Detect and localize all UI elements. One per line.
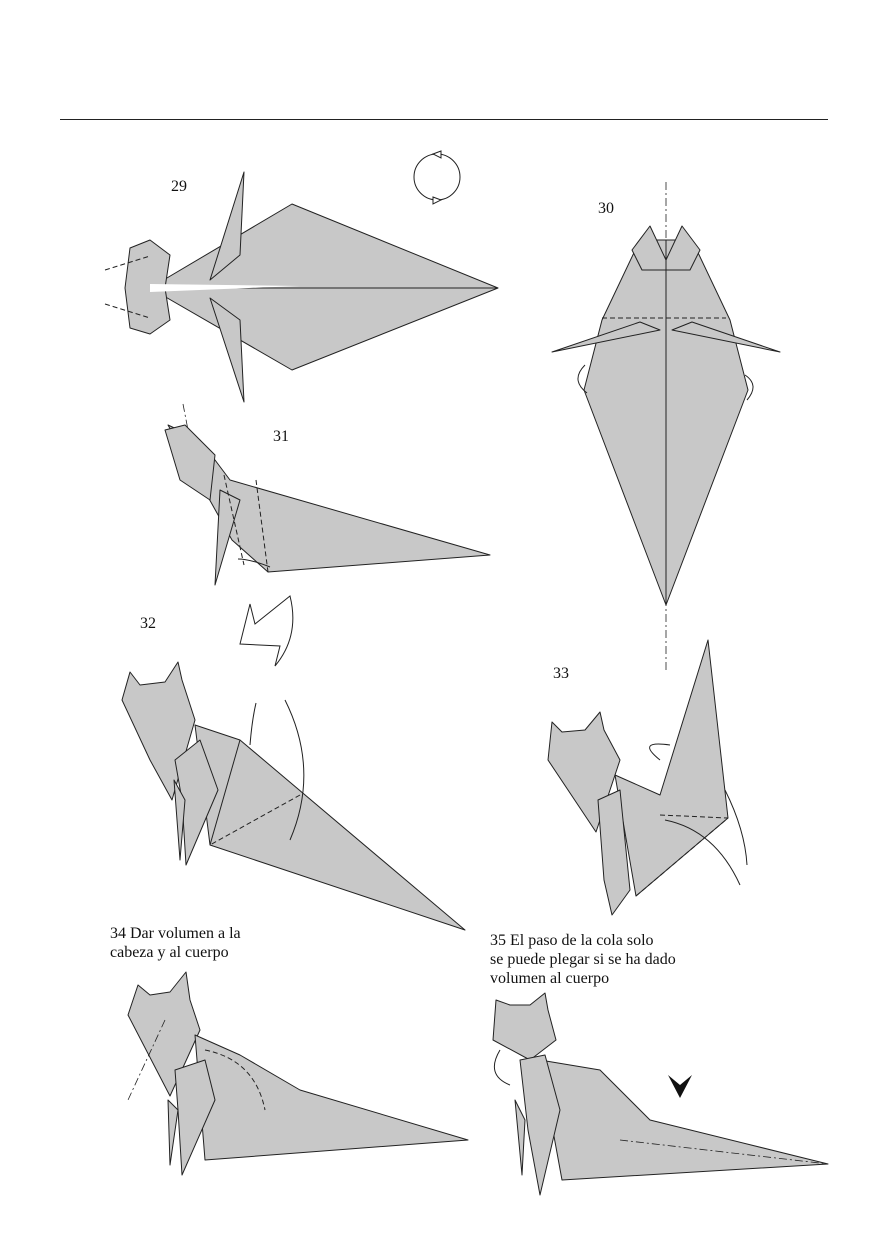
step-31-diagram <box>164 403 491 586</box>
step-35-line-2: se puede plegar si se ha dado <box>490 951 676 968</box>
turn-over-icon <box>413 153 461 201</box>
step-34-diagram <box>127 971 469 1176</box>
step-34-line-2: cabeza y al cuerpo <box>110 944 229 961</box>
step-33-diagram <box>547 639 748 916</box>
step-34-line-1: Dar volumen a la <box>130 925 241 942</box>
step-34-caption: 34 Dar volumen a la cabeza y al cuerpo <box>110 924 241 962</box>
step-32-number: 32 <box>140 615 156 632</box>
step-30-diagram <box>551 182 781 672</box>
step-35-diagram <box>492 992 829 1196</box>
step-29-number: 29 <box>171 178 187 195</box>
step-32-diagram <box>121 595 466 931</box>
step-35-line-1: El paso de la cola solo <box>510 932 654 949</box>
push-arrow-icon <box>668 1075 692 1098</box>
step-33-number: 33 <box>553 665 569 682</box>
step-29-diagram <box>104 150 499 403</box>
step-30-number: 30 <box>598 200 614 217</box>
step-35-caption: 35 El paso de la cola solo se puede pleg… <box>490 931 676 988</box>
step-35-line-3: volumen al cuerpo <box>490 970 610 987</box>
header-rule <box>60 119 828 120</box>
step-35-number: 35 <box>490 932 506 949</box>
step-31-number: 31 <box>273 428 289 445</box>
step-34-number: 34 <box>110 925 126 942</box>
